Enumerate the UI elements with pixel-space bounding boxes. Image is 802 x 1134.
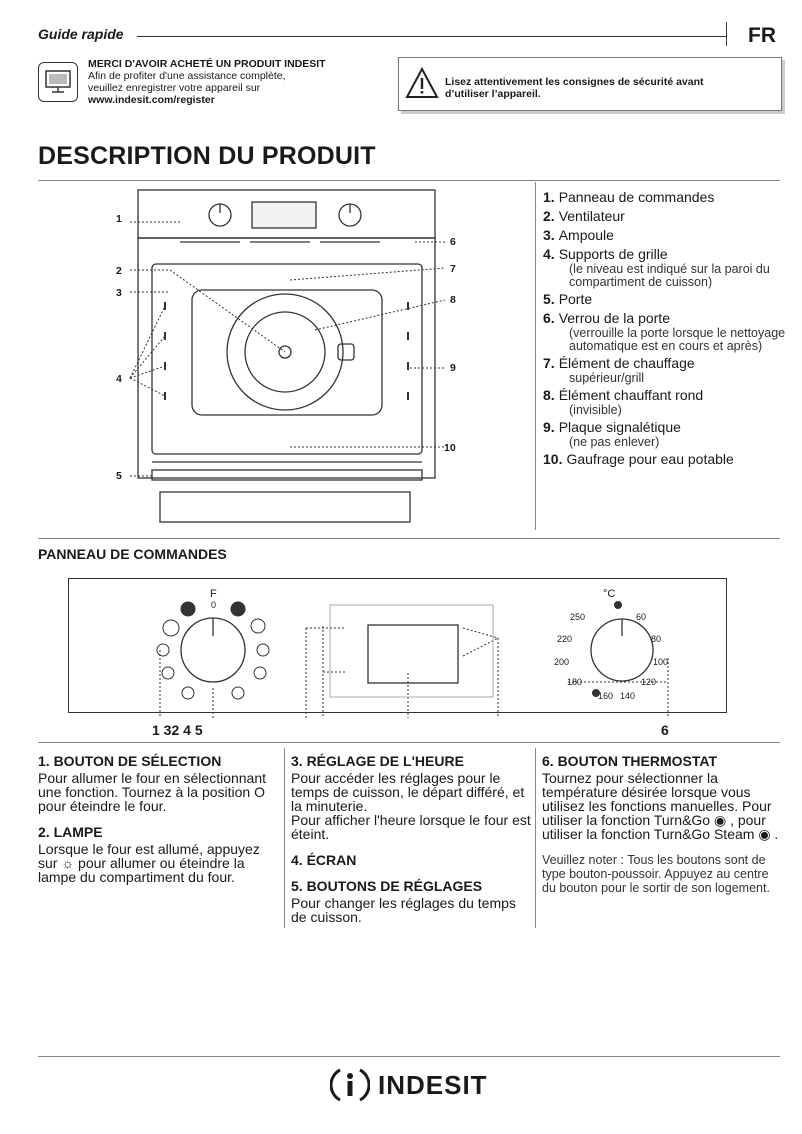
callout-3: 3	[116, 287, 122, 299]
section-title: 2. LAMPE	[38, 824, 103, 840]
register-line1: Afin de profiter d'une assistance complè…	[88, 70, 286, 82]
section-text: Pour accéder les réglages pour le temps …	[291, 770, 525, 814]
list-item: 6.Verrou de la porte(verrouille la porte…	[543, 310, 786, 353]
header-rule	[137, 36, 727, 37]
list-item: 5.Porte	[543, 291, 593, 307]
callout-4: 4	[116, 373, 122, 385]
section-note: Veuillez noter : Tous les boutons sont d…	[542, 853, 770, 895]
temp-200: 200	[554, 657, 570, 667]
callout-5: 5	[116, 470, 122, 482]
section-title: 5. BOUTONS DE RÉGLAGES	[291, 878, 483, 894]
section-title: 1. BOUTON DE SÉLECTION	[38, 753, 222, 769]
callout-1: 1	[116, 213, 122, 225]
list-item: 8.Élément chauffant rond(invisible)	[543, 387, 704, 417]
section-divider	[38, 180, 780, 181]
section-divider	[38, 742, 780, 743]
column-3: 6. BOUTON THERMOSTAT Tournez pour sélect…	[542, 754, 782, 907]
column-divider	[535, 748, 536, 928]
temp-unit-label: °C	[603, 588, 616, 600]
panel-callout-right: 6	[661, 722, 669, 738]
list-item: 4.Supports de grille(le niveau est indiq…	[543, 246, 770, 289]
guide-label: Guide rapide	[38, 26, 124, 42]
page-title: DESCRIPTION DU PRODUIT	[38, 142, 376, 170]
column-2: 3. RÉGLAGE DE L'HEURE Pour accéder les r…	[291, 754, 531, 936]
warning-icon	[405, 66, 439, 98]
warning-line1: Lisez attentivement les consignes de séc…	[445, 76, 704, 88]
temp-60: 60	[636, 612, 647, 622]
section-text: Lorsque le four est allumé, appuyez sur …	[38, 841, 260, 885]
temp-250: 250	[570, 612, 586, 622]
column-divider	[284, 748, 285, 928]
control-panel-diagram	[68, 578, 727, 718]
section-text: Pour allumer le four en sélectionnant un…	[38, 770, 267, 814]
callout-9: 9	[450, 362, 456, 374]
callout-10: 10	[444, 442, 456, 454]
column-1: 1. BOUTON DE SÉLECTION Pour allumer le f…	[38, 754, 276, 896]
section-title: 4. ÉCRAN	[291, 852, 357, 868]
header-tick	[726, 22, 727, 46]
temp-180: 180	[567, 677, 583, 687]
callout-6: 6	[450, 236, 456, 248]
panel-title: PANNEAU DE COMMANDES	[38, 546, 227, 562]
temp-140: 140	[620, 691, 636, 701]
callout-7: 7	[450, 263, 456, 275]
section-divider	[38, 538, 780, 539]
selector-off-label: F	[210, 588, 217, 600]
footer-divider	[38, 1056, 780, 1057]
oven-diagram	[129, 189, 446, 523]
safety-warning-text: Lisez attentivement les consignes de séc…	[445, 76, 765, 100]
list-item: 1.Panneau de commandes	[543, 189, 715, 205]
list-item: 3.Ampoule	[543, 227, 614, 243]
safety-warning-box	[398, 57, 782, 111]
brand-logo-icon	[330, 1068, 370, 1102]
callout-8: 8	[450, 294, 456, 306]
temp-220: 220	[557, 634, 573, 644]
list-item: 2.Ventilateur	[543, 208, 625, 224]
list-item: 10.Gaufrage pour eau potable	[543, 451, 734, 467]
temp-100: 100	[653, 657, 669, 667]
monitor-icon	[38, 62, 78, 102]
register-note: MERCI D'AVOIR ACHETÉ UN PRODUIT INDESIT …	[88, 58, 326, 106]
panel-callouts-left: 1 32 4 5	[152, 722, 203, 738]
section-title: 3. RÉGLAGE DE L'HEURE	[291, 753, 464, 769]
register-title: MERCI D'AVOIR ACHETÉ UN PRODUIT INDESIT	[88, 58, 326, 70]
callout-2: 2	[116, 265, 122, 277]
register-url[interactable]: www.indesit.com/register	[88, 94, 215, 106]
column-divider	[535, 182, 536, 530]
brand-name: INDESIT	[378, 1070, 488, 1100]
parts-list: 1.Panneau de commandes 2.Ventilateur 3.A…	[543, 189, 793, 470]
section-text: Tournez pour sélectionner la température…	[542, 770, 779, 842]
language-code: FR	[748, 24, 776, 47]
temp-160: 160	[598, 691, 614, 701]
selector-zero-label: 0	[211, 600, 217, 610]
temp-80: 80	[651, 634, 662, 644]
section-title: 6. BOUTON THERMOSTAT	[542, 753, 717, 769]
section-text: Pour changer les réglages du temps de cu…	[291, 895, 516, 925]
warning-line2: d’utiliser l’appareil.	[445, 88, 541, 100]
section-text: Pour afficher l'heure lorsque le four es…	[291, 812, 531, 842]
list-item: 9.Plaque signalétique(ne pas enlever)	[543, 419, 681, 449]
register-line2: veuillez enregistrer votre appareil sur	[88, 82, 261, 94]
temp-120: 120	[641, 677, 657, 687]
